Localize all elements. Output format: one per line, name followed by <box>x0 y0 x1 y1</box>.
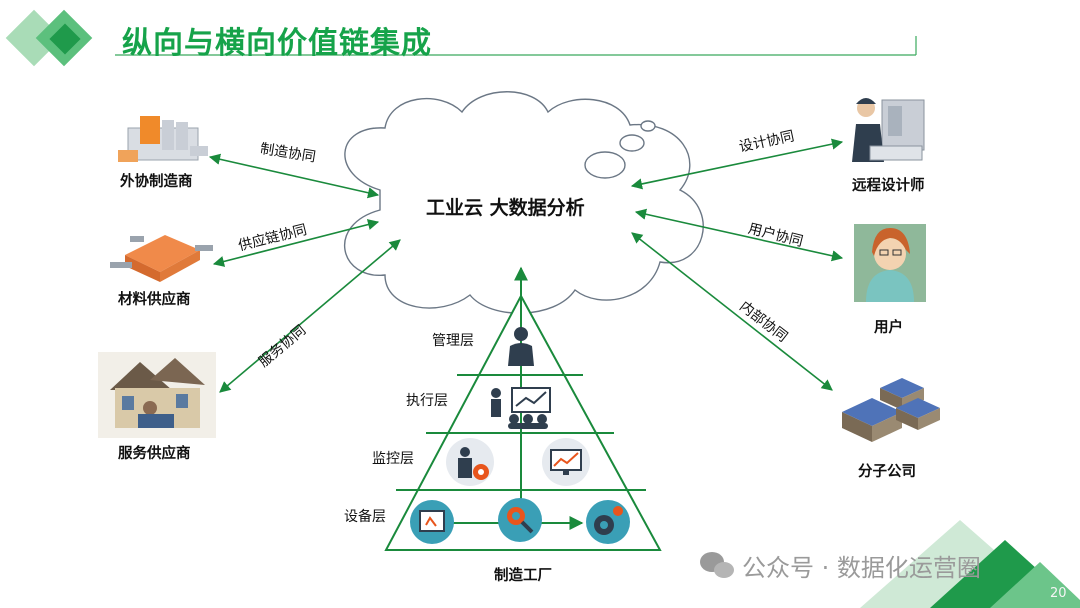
arrow-manufacturing <box>208 153 380 199</box>
diamond-shape <box>5 9 63 67</box>
designer-icon <box>852 98 925 162</box>
corner-decoration <box>860 520 1080 608</box>
page-number: 20 <box>1050 586 1067 601</box>
page-title: 纵向与横向价值链集成 <box>122 26 432 61</box>
node-subsidiary: 分子公司 <box>858 464 916 480</box>
arrow-design <box>630 138 844 190</box>
pyramid-base-label: 制造工厂 <box>494 568 552 584</box>
corner-triangle <box>990 562 1080 608</box>
layer-monitoring: 监控层 <box>372 451 414 467</box>
device-code-icon <box>410 500 454 544</box>
node-outsourced-manufacturer: 外协制造商 <box>120 174 193 190</box>
manager-icon <box>508 327 534 366</box>
warehouse-icon <box>110 235 213 282</box>
node-remote-designer: 远程设计师 <box>852 178 925 194</box>
node-material-supplier: 材料供应商 <box>118 292 191 308</box>
header-logo <box>5 9 93 67</box>
layer-execution: 执行层 <box>406 393 448 409</box>
factory-icon <box>118 116 208 162</box>
layer-device: 设备层 <box>344 509 386 525</box>
branch-buildings-icon <box>842 378 940 442</box>
monitor-chart-icon <box>542 438 590 486</box>
node-user: 用户 <box>874 320 903 336</box>
service-house-photo <box>98 352 216 438</box>
device-wrench-icon <box>498 498 542 542</box>
layer-management: 管理层 <box>432 333 474 349</box>
node-service-supplier: 服务供应商 <box>118 446 191 462</box>
cloud-shape <box>343 91 704 314</box>
watermark-text: 公众号 · 数据化运营圈 <box>742 554 981 582</box>
cloud-label: 工业云 大数据分析 <box>426 197 585 219</box>
arrow-internal <box>631 232 833 391</box>
device-gear-icon <box>586 500 630 544</box>
arrow-service <box>219 239 401 393</box>
wechat-icon <box>700 552 734 578</box>
presentation-icon <box>491 387 551 429</box>
monitor-engineer-icon <box>446 438 494 486</box>
user-avatar <box>854 224 926 302</box>
